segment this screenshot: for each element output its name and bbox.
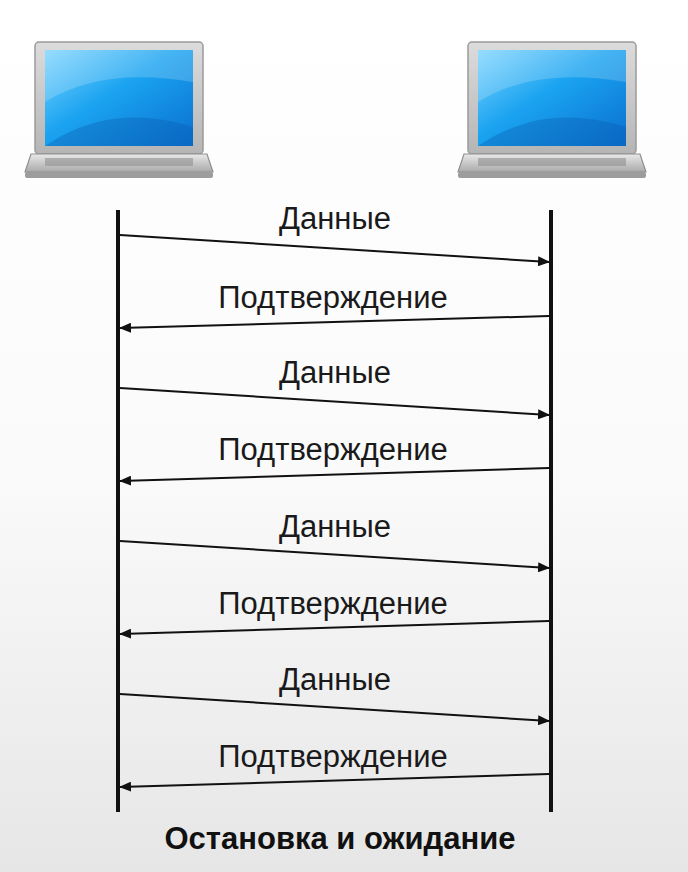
ack-arrow [120,468,549,481]
timeline [116,210,120,812]
arrow-label: Данные [279,511,391,542]
data-arrow [120,694,549,721]
arrow-label: Подтверждение [218,434,447,465]
laptop-icon [458,42,646,178]
data-arrow [120,541,549,568]
arrow-label: Данные [279,357,391,388]
arrow-label: Подтверждение [218,588,447,619]
ack-arrow [120,316,549,328]
ack-arrow [120,621,549,634]
timeline [549,210,553,812]
data-arrow [120,388,549,415]
arrow-label: Данные [279,664,391,695]
ack-arrow [120,774,549,787]
arrow-label: Данные [279,203,391,234]
data-arrow [120,235,549,262]
arrow-label: Подтверждение [218,282,447,313]
caption: Остановка и ожидание [164,823,515,854]
arrow-label: Подтверждение [218,741,447,772]
laptop-icon [25,42,213,178]
